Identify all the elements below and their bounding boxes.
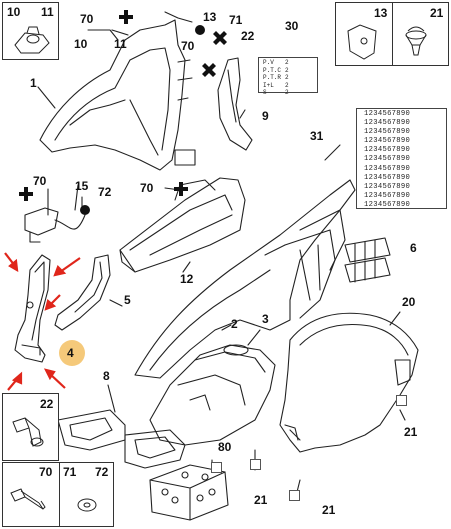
cross-marker — [119, 10, 133, 24]
part-label-70: 70 — [39, 465, 53, 479]
square-marker — [211, 462, 222, 473]
part-20-liner — [279, 312, 419, 453]
part-1-wing-panel — [39, 19, 196, 171]
digit-row: 1234567890 — [364, 119, 411, 128]
part-label-10: 10 — [74, 37, 88, 51]
push-pin-icon — [405, 30, 427, 40]
part-label-6: 6 — [410, 241, 417, 255]
part-label-72: 72 — [95, 465, 109, 479]
digit-row: 1234567890 — [364, 200, 411, 209]
part-80-block — [149, 464, 229, 521]
part-label-12: 12 — [180, 272, 194, 286]
part-label-21: 21 — [404, 425, 418, 439]
part-label-13: 13 — [203, 10, 217, 24]
part-label-9: 9 — [262, 109, 269, 123]
part-label-3: 3 — [262, 312, 269, 326]
part-6-brackets — [344, 237, 391, 283]
part-label-22: 22 — [241, 29, 255, 43]
clip-icon — [14, 26, 50, 54]
square-marker — [250, 459, 261, 470]
part-label-21: 21 — [322, 503, 336, 517]
part-4-pillar — [14, 254, 51, 363]
part-label-22: 22 — [40, 397, 54, 411]
digit-row: 1234567890 — [364, 155, 411, 164]
digit-row: 1234567890 — [364, 182, 411, 191]
part-label-72: 72 — [98, 185, 112, 199]
digit-row: 1234567890 — [364, 128, 411, 137]
inset-box-22: 22 — [2, 393, 59, 461]
bolt-icon — [10, 488, 26, 502]
cross-marker — [19, 187, 33, 201]
part-label-70: 70 — [181, 39, 195, 53]
part-2-side-rail — [134, 179, 356, 379]
highlight-circle — [59, 340, 85, 366]
part-label-30: 30 — [285, 19, 299, 33]
digit-row: 1234567890 — [364, 146, 411, 155]
square-marker — [396, 395, 407, 406]
part-3-wheel-arch — [149, 344, 276, 446]
part-label-20: 20 — [402, 295, 416, 309]
part-label-21: 21 — [430, 6, 444, 20]
part-label-13: 13 — [374, 6, 388, 20]
part-15-cable-part — [24, 207, 86, 243]
digit-row: 1234567890 — [364, 164, 411, 173]
washer-icon — [77, 498, 97, 512]
part-label-21: 21 — [254, 493, 268, 507]
part-label-10: 10 — [7, 5, 21, 19]
part-8-trays — [57, 409, 186, 469]
bracket-icon — [347, 24, 377, 60]
digit-row: 1234567890 — [364, 191, 411, 200]
part-label-1: 1 — [30, 76, 37, 90]
cross-marker — [174, 182, 188, 196]
part-label-11: 11 — [114, 37, 127, 51]
red-arrows — [4, 252, 81, 391]
part-label-5: 5 — [124, 293, 131, 307]
digit-row: 1234567890 — [364, 173, 411, 182]
part-label-70: 70 — [140, 181, 154, 195]
cross-marker — [202, 63, 216, 77]
part-9-strip — [217, 57, 253, 151]
cross-marker — [213, 31, 227, 45]
part-label-70: 70 — [33, 174, 47, 188]
part-label-11: 11 — [41, 5, 54, 19]
bolt-washer-icons — [10, 488, 97, 512]
part-label-80: 80 — [218, 440, 232, 454]
digit-row: 1234567890 — [364, 110, 411, 118]
inset-box-10-11: 10 11 — [2, 2, 59, 60]
dot-marker — [195, 25, 205, 35]
fastener-icons — [347, 24, 427, 60]
part-label-4: 4 — [67, 346, 74, 360]
digit-row: 1234567890 — [364, 137, 411, 146]
part-label-31: 31 — [310, 129, 324, 143]
digit-table-31: 1234567890 1234567890 1234567890 1234567… — [356, 108, 447, 209]
part-label-15: 15 — [75, 179, 89, 193]
inset-box-13-21: 13 21 — [335, 2, 449, 66]
inset-box-70-71-72: 70 71 72 — [2, 462, 114, 527]
part-label-71: 71 — [229, 13, 243, 27]
part-5-strip — [54, 254, 111, 331]
dot-marker — [80, 205, 90, 215]
rivet-nut-icon — [12, 417, 44, 447]
part-label-8: 8 — [103, 369, 110, 383]
part-label-2: 2 — [231, 317, 238, 331]
part-12-side-member — [119, 177, 246, 273]
part-label-70: 70 — [80, 12, 94, 26]
square-marker — [289, 490, 300, 501]
part-label-71: 71 — [63, 465, 77, 479]
